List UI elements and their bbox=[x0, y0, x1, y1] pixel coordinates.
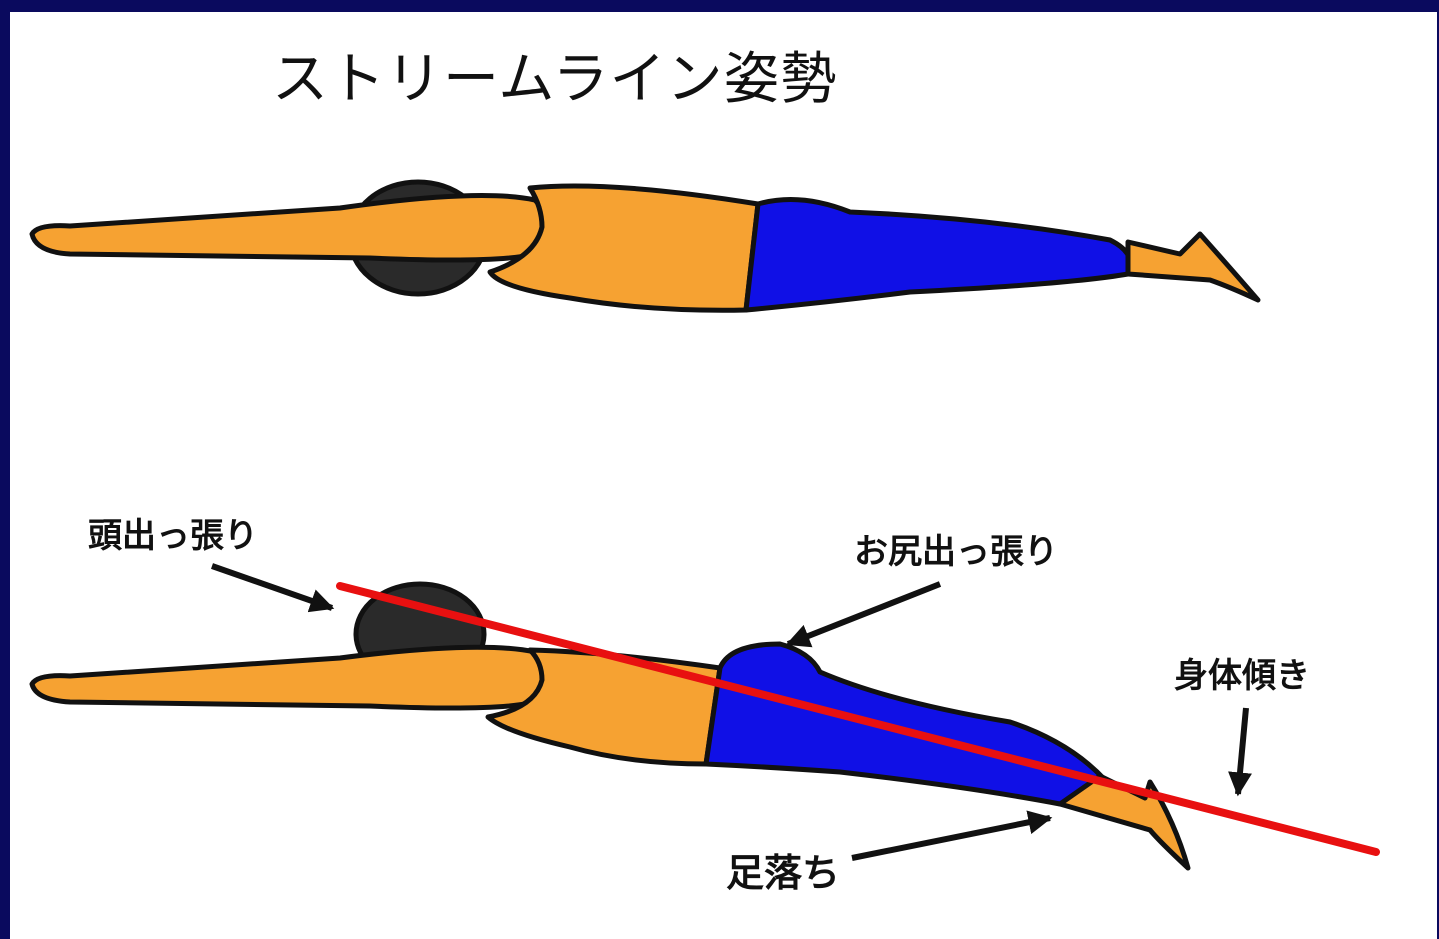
arms bbox=[32, 647, 547, 708]
label-hip-protrusion: お尻出っ張り bbox=[854, 524, 1058, 573]
label-leg-drop: 足落ち bbox=[726, 842, 840, 897]
label-head-protrusion: 頭出っ張り bbox=[88, 508, 258, 557]
swimmer-illustration bbox=[10, 12, 1437, 939]
label-body-tilt: 身体傾き bbox=[1174, 648, 1310, 697]
correct-streamline-swimmer bbox=[32, 182, 1258, 310]
leg-arrow bbox=[852, 818, 1050, 858]
hip-arrow bbox=[788, 584, 940, 644]
tilt-arrow bbox=[1238, 708, 1246, 794]
arms bbox=[32, 196, 547, 261]
diagram-canvas: ストリームライン姿勢 bbox=[10, 12, 1437, 939]
feet bbox=[1128, 234, 1258, 300]
swimsuit-legs bbox=[706, 644, 1105, 804]
head-arrow bbox=[212, 566, 332, 608]
swimsuit-legs bbox=[746, 200, 1131, 311]
